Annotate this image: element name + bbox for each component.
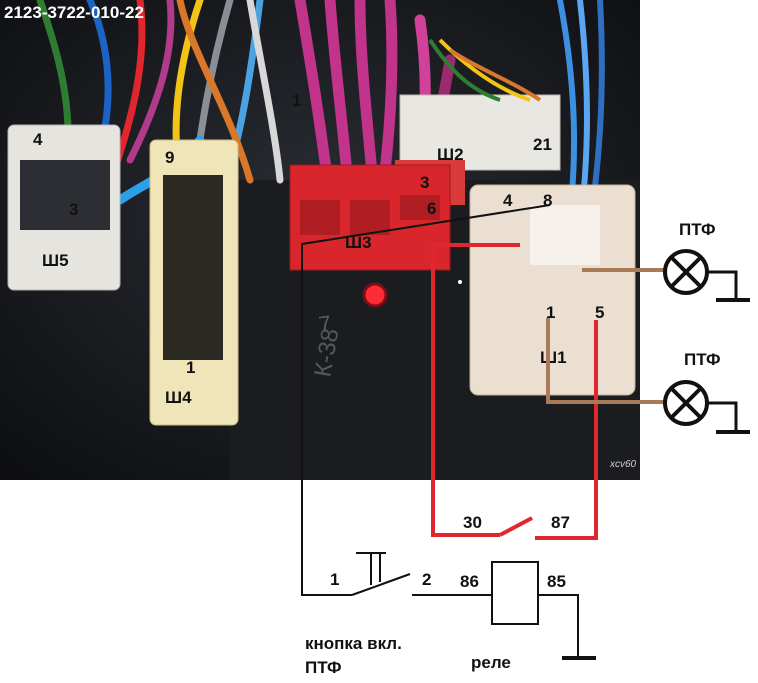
button-label-line2: ПТФ bbox=[305, 658, 341, 677]
connector-sh5 bbox=[7, 124, 121, 291]
body-mark-7: 7 bbox=[317, 310, 333, 336]
relay-contact-87-label: 87 bbox=[551, 513, 570, 532]
button-label-line1: кнопка вкл. bbox=[305, 634, 402, 653]
marker-dot bbox=[458, 280, 462, 284]
block-led bbox=[362, 282, 388, 308]
lamp-2: ПТФ bbox=[663, 350, 750, 434]
fog-light-button: 1 2 кнопка вкл. ПТФ bbox=[305, 552, 431, 677]
mounting-block-photo: 7 К-38 2123-3722-010-22 xcv60 bbox=[0, 0, 640, 480]
sh2-pin-6: 6 bbox=[427, 199, 436, 218]
sh1-pin-5: 5 bbox=[595, 303, 604, 322]
lamp-1-label: ПТФ bbox=[679, 220, 715, 239]
sh4-name: Ш4 bbox=[165, 388, 192, 407]
brown-wire-lamp2 bbox=[546, 318, 664, 404]
relay-contact-switch bbox=[499, 516, 533, 537]
lamp-2-label: ПТФ bbox=[684, 350, 720, 369]
sh5-name: Ш5 bbox=[42, 251, 69, 270]
button-pin-2: 2 bbox=[422, 570, 431, 589]
part-number-label: 2123-3722-010-22 bbox=[4, 3, 144, 22]
sh4-pin-1: 1 bbox=[186, 358, 195, 377]
sh2-name: Ш2 bbox=[437, 145, 464, 164]
connector-sh3 bbox=[289, 164, 451, 271]
sh2-pin-21: 21 bbox=[533, 135, 552, 154]
connector-sh4 bbox=[149, 139, 239, 426]
sh1-pin-8: 8 bbox=[543, 191, 552, 210]
relay-label: реле bbox=[471, 653, 511, 672]
sh1-name: Ш1 bbox=[540, 348, 567, 367]
relay-coil-85-label: 85 bbox=[547, 572, 566, 591]
red-wire-87 bbox=[535, 320, 598, 540]
red-wire-30 bbox=[431, 243, 520, 537]
watermark: xcv60 bbox=[609, 459, 637, 470]
sh1-pin-4: 4 bbox=[503, 191, 513, 210]
connector-sh1 bbox=[469, 184, 636, 396]
relay-contact-30-label: 30 bbox=[463, 513, 482, 532]
relay-coil-icon bbox=[491, 561, 539, 625]
sh2-pin-3: 3 bbox=[420, 173, 429, 192]
sh5-pin-3: 3 bbox=[69, 200, 78, 219]
button-contact-icon bbox=[351, 573, 411, 596]
black-wire-button-feed bbox=[301, 204, 551, 596]
connector-labels: 4 3 Ш5 9 1 Ш4 1 Ш3 Ш2 3 6 21 4 8 1 5 Ш1 bbox=[33, 91, 604, 407]
sh4-pin-9: 9 bbox=[165, 148, 174, 167]
button-pin-1: 1 bbox=[330, 570, 339, 589]
sh3-pin-1: 1 bbox=[292, 91, 301, 110]
sh3-name: Ш3 bbox=[345, 233, 372, 252]
sh5-pin-4: 4 bbox=[33, 130, 43, 149]
sh1-pin-1: 1 bbox=[546, 303, 555, 322]
relay: 30 87 86 85 реле bbox=[412, 513, 596, 672]
relay-coil-86-label: 86 bbox=[460, 572, 479, 591]
lamp-1: ПТФ bbox=[663, 220, 750, 302]
wire-85-to-ground bbox=[538, 594, 579, 657]
